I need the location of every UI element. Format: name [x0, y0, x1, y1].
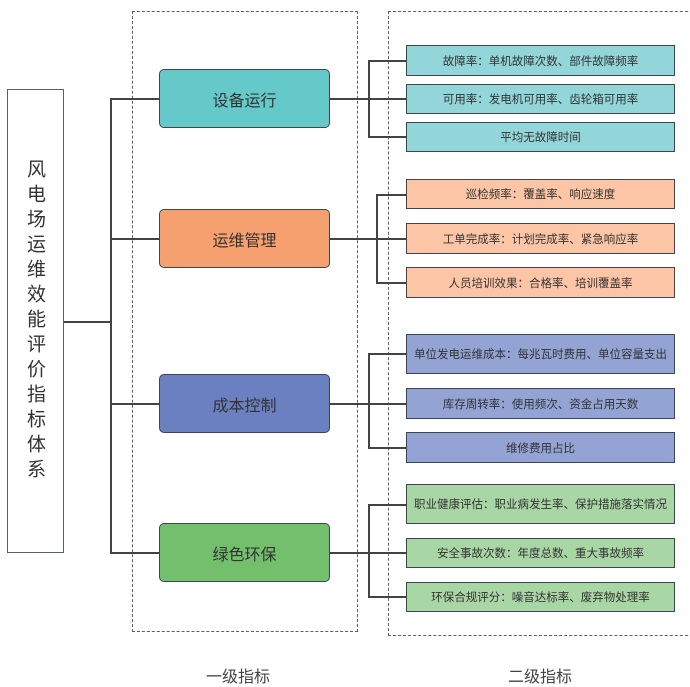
branch: [368, 552, 406, 554]
level2-label: 工单完成率：计划完成率、紧急响应率: [442, 231, 639, 246]
branch: [368, 596, 406, 598]
level1-trunk: [110, 98, 112, 553]
level2-node: 故障率：单机故障次数、部件故障频率: [406, 45, 675, 76]
root-node: 风电场运维效能评价指标体系: [7, 89, 64, 553]
level2-label: 巡检频率：覆盖率、响应速度: [465, 187, 616, 201]
connector-l1-0: [110, 98, 159, 100]
level2-label: 平均无故障时间: [500, 130, 581, 144]
branch: [368, 98, 406, 100]
branch: [368, 403, 406, 405]
level2-group-frame: [388, 11, 690, 636]
level2-label: 人员培训效果：合格率、培训覆盖率: [448, 275, 633, 290]
branch: [368, 353, 406, 355]
level1-label: 绿色环保: [212, 544, 277, 564]
connector-l1-2: [110, 403, 159, 405]
level2-label: 单位发电运维成本：每兆瓦时费用、单位容量支出: [414, 347, 667, 361]
level2-label: 库存周转率：使用频次、资金占用天数: [442, 396, 639, 411]
level2-node: 平均无故障时间: [406, 122, 675, 152]
level2-label: 安全事故次数：年度总数、重大事故频率: [437, 546, 644, 560]
branch: [368, 447, 406, 449]
root-label: 风电场运维效能评价指标体系: [24, 158, 46, 484]
level2-node: 职业健康评估：职业病发生率、保护措施落实情况: [406, 484, 675, 524]
level2-node: 维修费用占比: [406, 432, 675, 463]
level1-node-green: 绿色环保: [159, 523, 330, 582]
level2-label: 可用率：发电机可用率、齿轮箱可用率: [442, 92, 639, 106]
level2-node: 环保合规评分：噪音达标率、废弃物处理率: [406, 582, 675, 612]
level1-label: 设备运行: [212, 90, 277, 110]
level1-node-maintenance: 运维管理: [159, 209, 330, 268]
branch: [368, 136, 406, 138]
level2-node: 单位发电运维成本：每兆瓦时费用、单位容量支出: [406, 334, 675, 374]
level1-label: 运维管理: [212, 230, 277, 250]
level2-node: 安全事故次数：年度总数、重大事故频率: [406, 538, 675, 568]
level2-label: 维修费用占比: [506, 440, 575, 455]
trunk-g3: [368, 353, 370, 448]
level2-label: 环保合规评分：噪音达标率、废弃物处理率: [431, 590, 650, 604]
branch: [376, 282, 406, 284]
level2-node: 工单完成率：计划完成率、紧急响应率: [406, 223, 675, 254]
level2-label: 职业健康评估：职业病发生率、保护措施落实情况: [414, 497, 667, 511]
level1-node-equipment: 设备运行: [159, 69, 330, 128]
connector-g1: [330, 98, 368, 100]
root-connector: [64, 321, 111, 323]
caption-level2: 二级指标: [508, 667, 573, 686]
level1-node-cost: 成本控制: [159, 374, 330, 433]
branch: [376, 238, 406, 240]
level2-label: 故障率：单机故障次数、部件故障频率: [442, 53, 639, 68]
trunk-g4: [368, 504, 370, 597]
level1-label: 成本控制: [212, 395, 277, 415]
level1-group-frame: [132, 11, 358, 632]
connector-g3: [330, 403, 368, 405]
branch: [368, 504, 406, 506]
branch: [368, 60, 406, 62]
level2-node: 库存周转率：使用频次、资金占用天数: [406, 388, 675, 419]
level2-node: 可用率：发电机可用率、齿轮箱可用率: [406, 84, 675, 114]
level2-node: 人员培训效果：合格率、培训覆盖率: [406, 267, 675, 298]
connector-g2: [330, 238, 377, 240]
connector-g4: [330, 552, 368, 554]
caption-level1: 一级指标: [206, 667, 271, 686]
level2-node: 巡检频率：覆盖率、响应速度: [406, 179, 675, 209]
connector-l1-3: [110, 552, 159, 554]
branch: [376, 194, 406, 196]
connector-l1-1: [110, 238, 159, 240]
